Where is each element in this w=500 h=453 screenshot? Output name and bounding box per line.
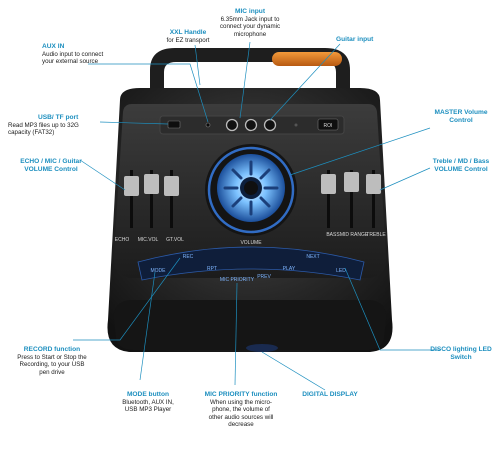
power-switch-label: ROI bbox=[324, 123, 333, 129]
callout-record-title: RECORD function bbox=[23, 346, 81, 353]
callout-mic-priority-desc-2: phone, the volume of bbox=[212, 406, 270, 414]
power-switch bbox=[317, 118, 339, 131]
treble-label: TREBLE bbox=[366, 232, 386, 238]
prev-button: PREV bbox=[257, 274, 271, 280]
button-arc bbox=[137, 246, 365, 281]
callout-aux-in-desc-1: Audio input to connect bbox=[42, 50, 104, 58]
callout-usb-tf: USB/ TF port Read MP3 files up to 32G ca… bbox=[8, 114, 108, 137]
bass-slider bbox=[321, 174, 336, 194]
callout-digital-display-title: DIGITAL DISPLAY bbox=[302, 391, 358, 398]
callout-mic-input-desc-1: 6.35mm Jack input to bbox=[220, 15, 280, 23]
gt-vol-slider bbox=[164, 176, 179, 196]
mic-jack-1 bbox=[225, 118, 239, 132]
callout-mic-priority-title: MIC PRIORITY function bbox=[204, 391, 278, 398]
next-button: NEXT bbox=[306, 254, 319, 260]
bass-label: BASS bbox=[326, 232, 340, 238]
mic-vol-slider bbox=[144, 174, 159, 194]
callout-aux-in-title: AUX IN bbox=[42, 43, 65, 50]
speaker-grille bbox=[113, 300, 387, 350]
master-volume-knob bbox=[205, 144, 297, 236]
right-sliders bbox=[321, 170, 381, 228]
treble-slider bbox=[366, 174, 381, 194]
mic-jack-2 bbox=[244, 118, 258, 132]
callout-usb-tf-desc-2: capacity (FAT32) bbox=[8, 129, 55, 137]
mic-priority-button: MIC PRIORITY bbox=[220, 277, 255, 283]
mode-button: MODE bbox=[151, 268, 167, 274]
left-sliders bbox=[124, 170, 179, 228]
callout-mic-input: MIC input 6.35mm Jack input to connect y… bbox=[205, 8, 295, 38]
digital-display bbox=[246, 344, 278, 352]
echo-label: ECHO bbox=[115, 237, 130, 243]
callout-mode-desc-2: USB MP3 Player bbox=[124, 406, 172, 414]
callout-mode-desc-1: Bluetooth, AUX IN, bbox=[122, 398, 174, 406]
callout-mic-input-title: MIC input bbox=[234, 8, 266, 15]
callout-mic-priority: MIC PRIORITY function When using the mic… bbox=[197, 391, 285, 428]
rpt-button: RPT bbox=[207, 266, 217, 272]
rec-button: REC bbox=[183, 254, 194, 260]
gt-vol-label: GT.VOL bbox=[166, 237, 184, 243]
callout-disco: DISCO lighting LED Switch bbox=[430, 346, 492, 362]
callout-mic-input-desc-3: microphone bbox=[233, 30, 267, 38]
mid-range-label: MID RANGE bbox=[340, 232, 369, 238]
play-button: PLAY bbox=[283, 266, 296, 272]
usb-port bbox=[167, 120, 181, 129]
callout-master-volume-title: MASTER Volume Control bbox=[434, 109, 488, 124]
callout-treble-md-bass: Treble / MD / Bass VOLUME Control bbox=[425, 158, 497, 174]
callout-record: RECORD function Press to Start or Stop t… bbox=[6, 346, 98, 376]
callout-mode-title: MODE button bbox=[126, 391, 170, 398]
indicator-dot bbox=[294, 123, 298, 127]
callout-mic-priority-desc-1: When using the micro- bbox=[210, 398, 272, 406]
callout-treble-md-bass-title: Treble / MD / Bass VOLUME Control bbox=[432, 158, 490, 173]
mic-vol-label: MIC.VOL bbox=[138, 237, 159, 243]
callout-guitar-input: Guitar input bbox=[336, 36, 406, 44]
callout-xxl-handle: XXL Handle for EZ transport bbox=[148, 29, 228, 44]
callout-disco-title: DISCO lighting LED Switch bbox=[430, 346, 492, 361]
echo-slider bbox=[124, 176, 139, 196]
callout-record-desc-1: Press to Start or Stop the bbox=[17, 353, 87, 361]
callout-echo-mic-guitar-title: ECHO / MIC / Guitar VOLUME Control bbox=[20, 158, 82, 173]
callout-mic-priority-desc-3: other audio sources will bbox=[208, 413, 274, 421]
xxl-handle-graphic bbox=[150, 48, 350, 95]
callout-aux-in-desc-2: your external source bbox=[42, 58, 99, 66]
callout-record-desc-3: pen drive bbox=[39, 368, 65, 376]
callout-digital-display: DIGITAL DISPLAY bbox=[290, 391, 370, 399]
callout-mic-input-desc-2: connect your dynamic bbox=[219, 23, 281, 31]
volume-label: VOLUME bbox=[240, 240, 262, 246]
aux-in-jack bbox=[205, 122, 211, 128]
callout-mic-priority-desc-4: decrease bbox=[228, 421, 254, 429]
callout-xxl-handle-title: XXL Handle bbox=[169, 29, 207, 36]
callout-mode: MODE button Bluetooth, AUX IN, USB MP3 P… bbox=[110, 391, 186, 414]
guitar-jack bbox=[263, 118, 277, 132]
callout-record-desc-2: Recording, to your USB bbox=[19, 361, 85, 369]
leader-lines bbox=[73, 41, 440, 391]
callout-echo-mic-guitar: ECHO / MIC / Guitar VOLUME Control bbox=[14, 158, 88, 174]
callout-usb-tf-title: USB/ TF port bbox=[38, 114, 79, 121]
callout-usb-tf-desc-1: Read MP3 files up to 32G bbox=[8, 121, 79, 129]
led-button: LED bbox=[336, 268, 346, 274]
callout-aux-in: AUX IN Audio input to connect your exter… bbox=[42, 43, 132, 66]
callout-xxl-handle-desc-1: for EZ transport bbox=[166, 36, 210, 44]
callout-guitar-input-title: Guitar input bbox=[336, 36, 374, 43]
mid-slider bbox=[344, 172, 359, 192]
callout-master-volume: MASTER Volume Control bbox=[430, 109, 492, 125]
